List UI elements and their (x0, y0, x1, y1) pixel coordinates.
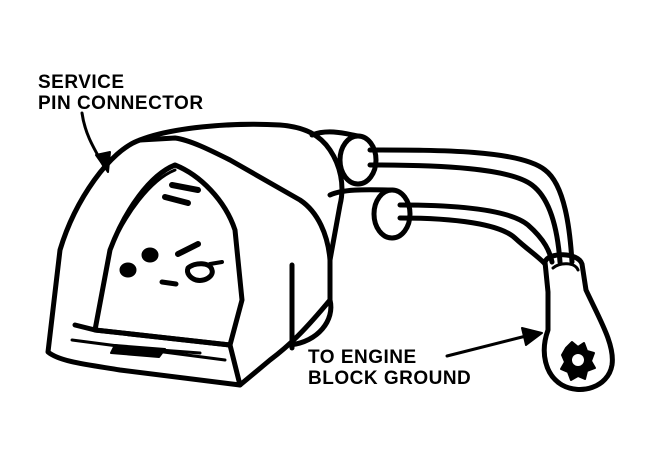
ground-label-line-1: TO ENGINE (308, 347, 417, 368)
service-label-line-1: SERVICE (38, 72, 125, 93)
ground-leader (445, 327, 543, 358)
service-label-line-2: PIN CONNECTOR (38, 93, 204, 114)
engine-block-ground-label: TO ENGINE BLOCK GROUND (308, 347, 471, 389)
service-pin-connector-label: SERVICE PIN CONNECTOR (38, 72, 204, 114)
ground-label-line-2: BLOCK GROUND (308, 368, 472, 389)
ring-terminal (541, 252, 615, 392)
connector-body (45, 121, 345, 388)
connector-pins (119, 182, 224, 287)
service-leader (80, 111, 111, 173)
wire-boots (309, 129, 413, 241)
ground-wires (367, 147, 575, 267)
